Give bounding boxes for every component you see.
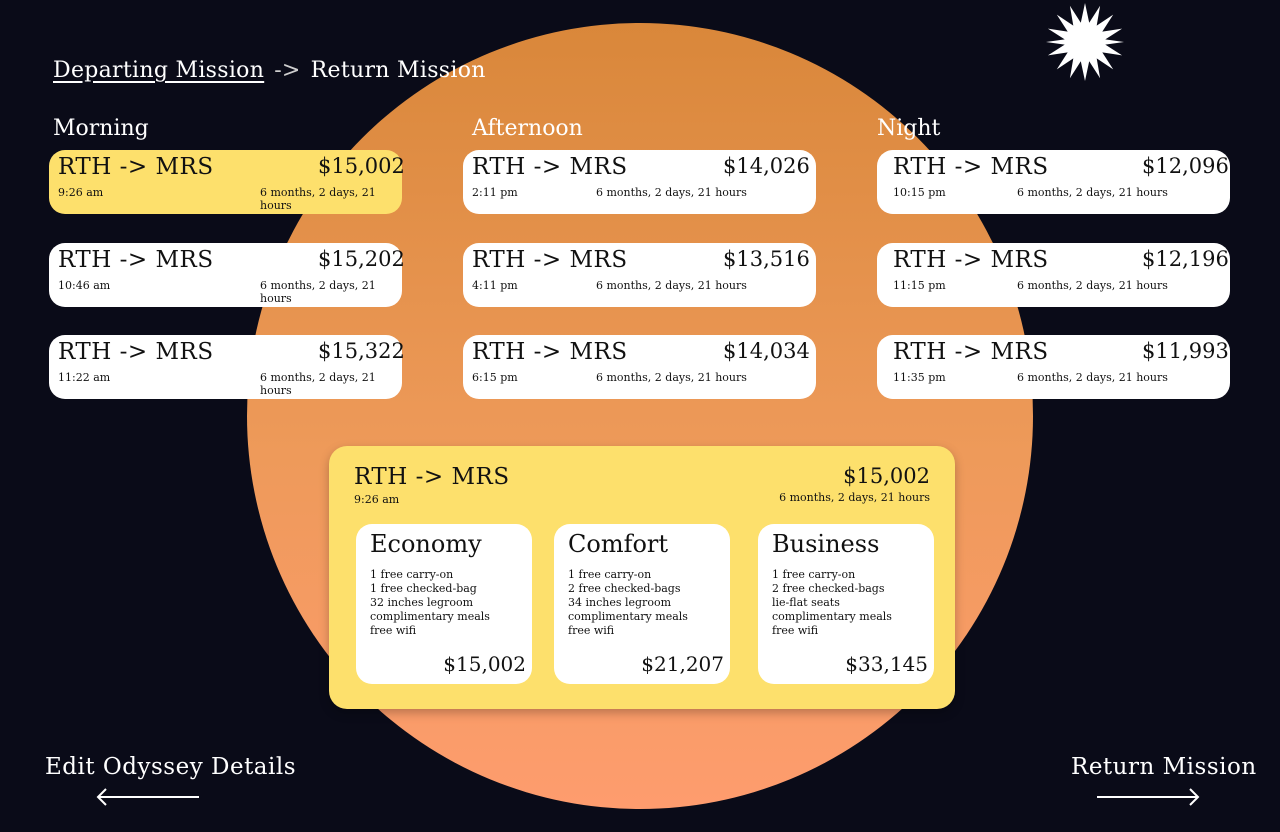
fare-card-comfort[interactable]: Comfort 1 free carry-on 2 free checked-b… xyxy=(554,524,730,684)
flight-duration: 6 months, 2 days, 21 hours xyxy=(1017,279,1168,292)
fare-features: 1 free carry-on 2 free checked-bags 34 i… xyxy=(568,568,688,638)
flight-route: RTH -> MRS xyxy=(472,247,628,273)
flight-time: 4:11 pm xyxy=(472,279,518,292)
flight-card[interactable]: RTH -> MRS $13,516 4:11 pm 6 months, 2 d… xyxy=(463,243,816,307)
arrow-right-icon[interactable] xyxy=(1096,788,1200,806)
fare-feature: lie-flat seats xyxy=(772,596,840,609)
fare-name: Economy xyxy=(370,530,482,558)
flight-price: $15,322 xyxy=(318,339,405,363)
flight-time: 11:22 am xyxy=(58,371,111,384)
fare-feature: complimentary meals xyxy=(370,610,490,623)
fare-features: 1 free carry-on 2 free checked-bags lie-… xyxy=(772,568,892,638)
flight-duration: 6 months, 2 days, 21 hours xyxy=(596,186,747,199)
flight-duration: 6 months, 2 days, 21 hours xyxy=(260,279,376,305)
breadcrumb-separator: -> xyxy=(274,58,301,83)
flight-card[interactable]: RTH -> MRS $15,322 11:22 am 6 months, 2 … xyxy=(49,335,405,399)
flight-time: 9:26 am xyxy=(58,186,104,199)
flight-card[interactable]: RTH -> MRS $12,096 10:15 pm 6 months, 2 … xyxy=(877,150,1230,214)
column-title-night: Night xyxy=(877,116,941,141)
flight-price: $15,002 xyxy=(318,154,405,178)
breadcrumb-return[interactable]: Return Mission xyxy=(310,58,486,83)
fare-feature: 32 inches legroom xyxy=(370,596,473,609)
fare-feature: 1 free checked-bag xyxy=(370,582,477,595)
flight-time: 11:35 pm xyxy=(893,371,946,384)
flight-route: RTH -> MRS xyxy=(893,154,1049,180)
flight-duration: 6 months, 2 days, 21 hours xyxy=(596,279,747,292)
flight-route: RTH -> MRS xyxy=(58,247,214,273)
arrow-left-icon[interactable] xyxy=(96,788,200,806)
flight-time: 10:46 am xyxy=(58,279,111,292)
flight-time: 10:15 pm xyxy=(893,186,946,199)
flight-card[interactable]: RTH -> MRS $11,993 11:35 pm 6 months, 2 … xyxy=(877,335,1230,399)
fare-feature: free wifi xyxy=(370,624,417,637)
detail-time: 9:26 am xyxy=(354,493,400,506)
column-title-afternoon: Afternoon xyxy=(472,116,583,141)
fare-feature: 1 free carry-on xyxy=(772,568,856,581)
flight-duration: 6 months, 2 days, 21 hours xyxy=(1017,371,1168,384)
detail-price: $15,002 xyxy=(843,464,930,488)
detail-route: RTH -> MRS xyxy=(354,464,510,490)
edit-odyssey-details-link[interactable]: Edit Odyssey Details xyxy=(45,754,297,780)
detail-duration: 6 months, 2 days, 21 hours xyxy=(779,491,930,504)
flight-duration: 6 months, 2 days, 21 hours xyxy=(596,371,747,384)
flight-route: RTH -> MRS xyxy=(893,339,1049,365)
flight-price: $14,034 xyxy=(723,339,810,363)
fare-name: Business xyxy=(772,530,880,558)
flight-time: 2:11 pm xyxy=(472,186,518,199)
flight-price: $13,516 xyxy=(723,247,810,271)
fare-card-economy[interactable]: Economy 1 free carry-on 1 free checked-b… xyxy=(356,524,532,684)
flight-route: RTH -> MRS xyxy=(472,339,628,365)
fare-feature: complimentary meals xyxy=(568,610,688,623)
return-mission-link[interactable]: Return Mission xyxy=(1071,754,1257,780)
starburst-icon xyxy=(1046,3,1124,81)
flight-detail-panel: RTH -> MRS 9:26 am $15,002 6 months, 2 d… xyxy=(329,446,955,709)
flight-time: 6:15 pm xyxy=(472,371,518,384)
flight-card[interactable]: RTH -> MRS $15,202 10:46 am 6 months, 2 … xyxy=(49,243,405,307)
flight-price: $11,993 xyxy=(1142,339,1229,363)
fare-feature: 34 inches legroom xyxy=(568,596,671,609)
fare-price: $33,145 xyxy=(845,652,928,676)
flight-card-selected[interactable]: RTH -> MRS $15,002 9:26 am 6 months, 2 d… xyxy=(49,150,405,214)
flight-route: RTH -> MRS xyxy=(472,154,628,180)
fare-feature: free wifi xyxy=(568,624,615,637)
fare-price: $15,002 xyxy=(443,652,526,676)
flight-duration: 6 months, 2 days, 21 hours xyxy=(1017,186,1168,199)
flight-route: RTH -> MRS xyxy=(58,154,214,180)
fare-card-business[interactable]: Business 1 free carry-on 2 free checked-… xyxy=(758,524,934,684)
breadcrumb: Departing Mission -> Return Mission xyxy=(53,58,486,83)
fare-feature: complimentary meals xyxy=(772,610,892,623)
flight-card[interactable]: RTH -> MRS $14,026 2:11 pm 6 months, 2 d… xyxy=(463,150,816,214)
fare-feature: free wifi xyxy=(772,624,819,637)
fare-feature: 1 free carry-on xyxy=(370,568,454,581)
fare-name: Comfort xyxy=(568,530,669,558)
flight-route: RTH -> MRS xyxy=(893,247,1049,273)
fare-feature: 2 free checked-bags xyxy=(568,582,681,595)
fare-feature: 1 free carry-on xyxy=(568,568,652,581)
flight-duration: 6 months, 2 days, 21 hours xyxy=(260,186,376,212)
fare-features: 1 free carry-on 1 free checked-bag 32 in… xyxy=(370,568,490,638)
flight-route: RTH -> MRS xyxy=(58,339,214,365)
flight-price: $12,096 xyxy=(1142,154,1229,178)
column-title-morning: Morning xyxy=(53,116,149,141)
fare-price: $21,207 xyxy=(641,652,724,676)
breadcrumb-departing[interactable]: Departing Mission xyxy=(53,58,265,83)
flight-duration: 6 months, 2 days, 21 hours xyxy=(260,371,376,397)
fare-feature: 2 free checked-bags xyxy=(772,582,885,595)
flight-card[interactable]: RTH -> MRS $14,034 6:15 pm 6 months, 2 d… xyxy=(463,335,816,399)
flight-card[interactable]: RTH -> MRS $12,196 11:15 pm 6 months, 2 … xyxy=(877,243,1230,307)
flight-price: $14,026 xyxy=(723,154,810,178)
flight-price: $15,202 xyxy=(318,247,405,271)
flight-time: 11:15 pm xyxy=(893,279,946,292)
flight-price: $12,196 xyxy=(1142,247,1229,271)
